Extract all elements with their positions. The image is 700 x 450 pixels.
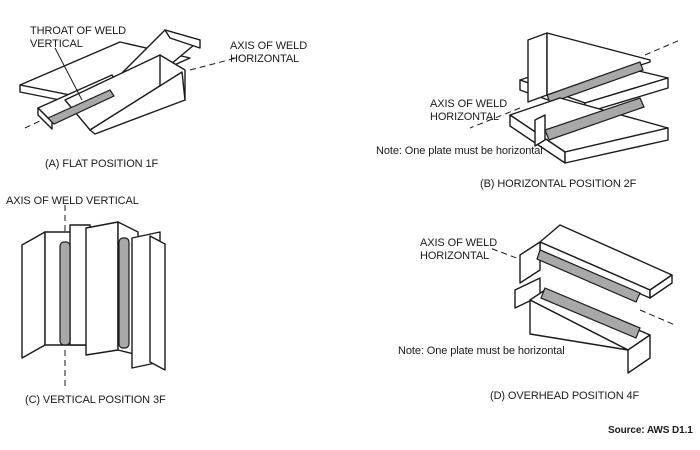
panel-d-lower-weld-bead (540, 287, 641, 339)
panel-a-caption: (A) FLAT POSITION 1F (45, 158, 159, 170)
panel-c-left-back-plate (21, 231, 46, 359)
panel-a-axis-label: AXIS OF WELD HORIZONTAL (230, 40, 308, 65)
panel-b-lower-weld-bead (544, 97, 645, 141)
source-credit: Source: AWS D1.1 (608, 425, 693, 436)
panel-d-upper-vertical-plate (519, 241, 541, 284)
panel-c-left-weld-bead (59, 241, 71, 346)
panel-c-axis-label: AXIS OF WELD VERTICAL (6, 195, 139, 207)
panel-b-upper-weld-bead (546, 61, 644, 104)
panel-d-drawing (489, 224, 676, 374)
panel-c-drawing (21, 205, 166, 388)
panel-c-right-back-plate (85, 221, 119, 356)
panel-d-caption: (D) OVERHEAD POSITION 4F (490, 390, 640, 402)
panel-b-drawing (469, 32, 681, 164)
panel-b-lower-vertical-plate (534, 114, 546, 147)
panel-b-axis-label: AXIS OF WELD HORIZONTAL (430, 98, 508, 123)
panel-a-weld-bead (46, 89, 115, 125)
panel-c-right-weld-bead (118, 237, 130, 349)
panel-a-throat-label: THROAT OF WELD VERTICAL (30, 25, 126, 50)
panel-a-throat-leader (54, 47, 83, 101)
panel-b-caption: (B) HORIZONTAL POSITION 2F (480, 178, 637, 190)
panel-d-upper-weld-bead (536, 249, 641, 303)
panel-a-drawing (19, 29, 241, 135)
panel-d-axis-label: AXIS OF WELD HORIZONTAL (420, 237, 498, 262)
panel-b-note: Note: One plate must be horizontal (376, 145, 543, 157)
panel-d-weld-axis (489, 247, 676, 326)
panel-d-note: Note: One plate must be horizontal (398, 345, 565, 357)
panel-b-weld-axis (469, 39, 681, 129)
panel-c-caption: (C) VERTICAL POSITION 3F (25, 394, 166, 406)
panel-b-upper-vertical-plate (527, 32, 548, 103)
